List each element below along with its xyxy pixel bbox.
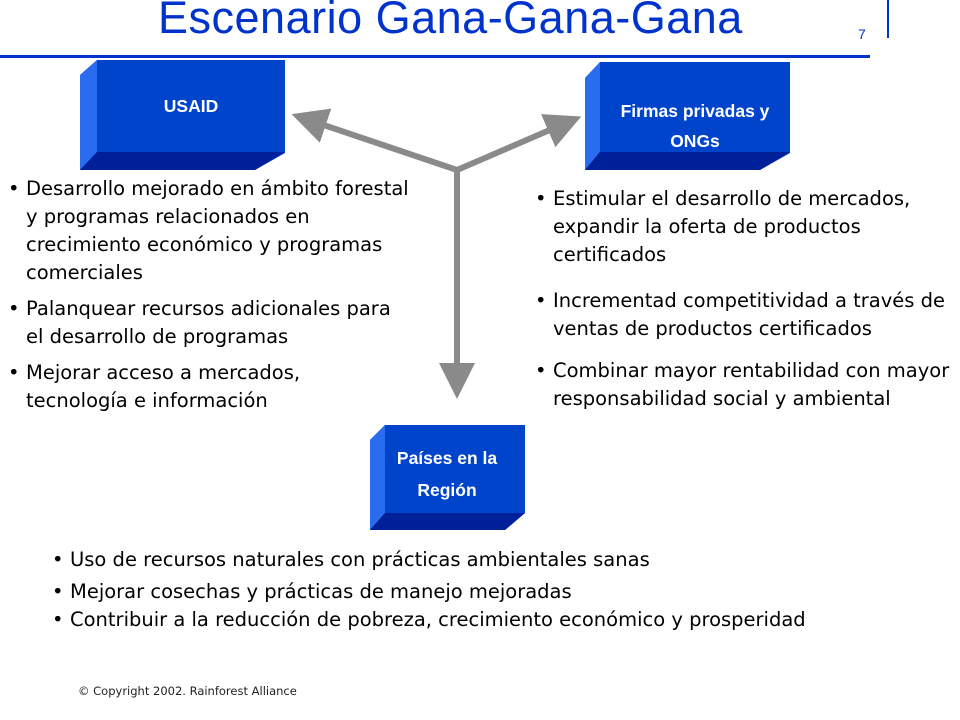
- countries-bullet-1: Uso de recursos naturales con prácticas …: [48, 546, 848, 574]
- diagram-arrows: [291, 108, 582, 399]
- usaid-bullet-1: Desarrollo mejorado en ámbito forestal y…: [4, 175, 409, 287]
- firms-bullet-1: Estimular el desarrollo de mercados, exp…: [531, 185, 959, 269]
- usaid-box-label: USAID: [163, 95, 219, 116]
- page-number: 7: [858, 26, 866, 42]
- countries-bullet-list: Uso de recursos naturales con prácticas …: [48, 546, 848, 634]
- countries-bullet-2: Mejorar cosechas y prácticas de manejo m…: [48, 578, 848, 606]
- countries-box-shape: [370, 425, 525, 530]
- slide-title: Escenario Gana-Gana-Gana: [158, 0, 743, 43]
- usaid-bullet-list: Desarrollo mejorado en ámbito forestal y…: [4, 175, 409, 415]
- countries-box-label: Países en la Región: [396, 448, 498, 500]
- usaid-box-shape: [80, 60, 285, 170]
- usaid-bullet-2: Palanquear recursos adicionales para el …: [4, 295, 409, 351]
- firms-bullet-3: Combinar mayor rentabilidad con mayor re…: [531, 357, 959, 413]
- countries-bullet-3: Contribuir a la reducción de pobreza, cr…: [48, 606, 850, 634]
- usaid-bullet-3: Mejorar acceso a mercados, tecnología e …: [4, 359, 366, 415]
- firms-box-label: Firmas privadas y ONGs: [620, 101, 770, 151]
- firms-bullet-2: Incrementad competitividad a través de v…: [531, 287, 959, 343]
- arrow-to-usaid: [291, 108, 458, 173]
- firms-bullet-list: Estimular el desarrollo de mercados, exp…: [531, 185, 959, 413]
- arrow-to-firms: [455, 114, 582, 173]
- header-divider: [887, 0, 889, 38]
- title-underline: [0, 55, 870, 58]
- copyright-notice: © Copyright 2002. Rainforest Alliance: [78, 684, 297, 698]
- firms-box-shape: [585, 62, 790, 170]
